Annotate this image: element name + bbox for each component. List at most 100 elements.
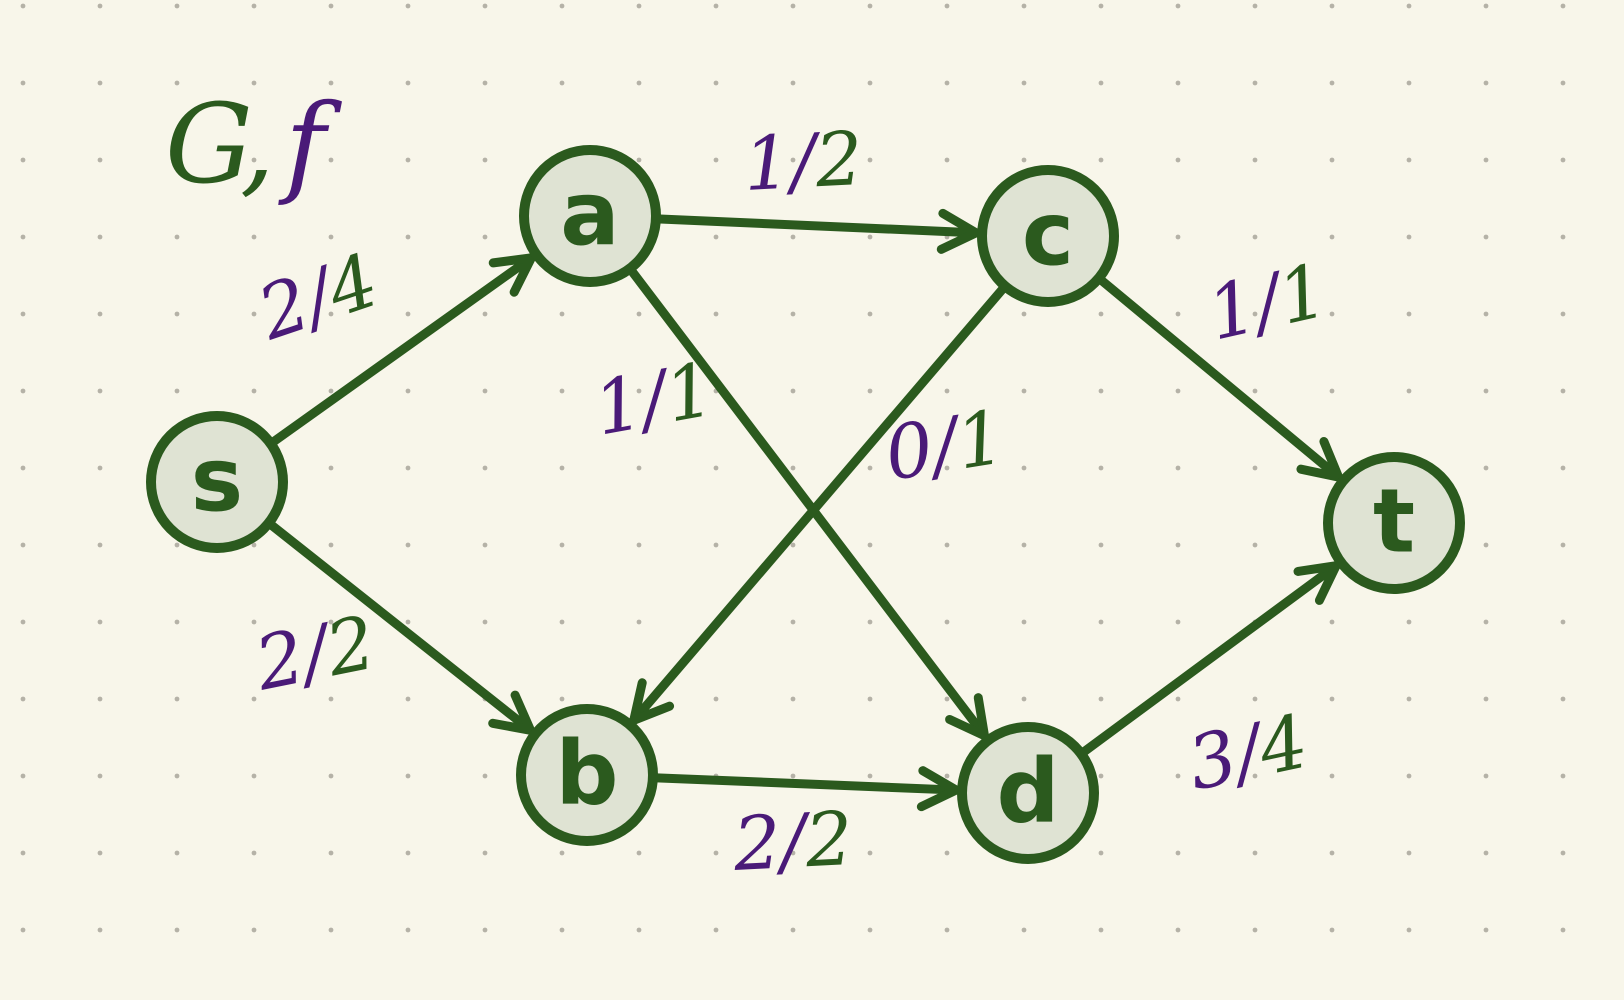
grid-dot: [713, 80, 719, 86]
grid-dot: [251, 773, 257, 779]
grid-dot: [20, 696, 26, 702]
grid-dot: [790, 388, 796, 394]
grid-dot: [1021, 542, 1027, 548]
edge-label-text: 2/4: [247, 238, 388, 358]
node-label: t: [1373, 470, 1415, 573]
edge-label-s-a: 2/4: [247, 238, 388, 358]
grid-dot: [1329, 3, 1335, 9]
grid-dot: [1483, 388, 1489, 394]
grid-dot: [20, 619, 26, 625]
grid-dot: [1406, 234, 1412, 240]
grid-dot: [867, 3, 873, 9]
grid-dot: [944, 311, 950, 317]
grid-dot: [405, 465, 411, 471]
grid-dot: [636, 157, 642, 163]
grid-dot: [328, 234, 334, 240]
grid-dot: [328, 3, 334, 9]
grid-dot: [20, 388, 26, 394]
grid-dot: [174, 696, 180, 702]
edge-flow-value: 1: [741, 120, 793, 208]
grid-dot: [405, 773, 411, 779]
grid-dot: [790, 927, 796, 933]
edge-s-b: [267, 520, 536, 735]
grid-dot: [1098, 927, 1104, 933]
grid-dot: [1175, 927, 1181, 933]
grid-dot: [1329, 850, 1335, 856]
grid-dot: [482, 234, 488, 240]
grid-dot: [97, 927, 103, 933]
grid-dot: [20, 542, 26, 548]
grid-dot: [1483, 80, 1489, 86]
grid-dot: [713, 542, 719, 548]
grid-dot: [867, 850, 873, 856]
grid-dot: [713, 696, 719, 702]
grid-dot: [405, 157, 411, 163]
grid-dot: [713, 234, 719, 240]
grid-dot: [944, 927, 950, 933]
grid-dot: [1252, 773, 1258, 779]
grid-dot: [328, 696, 334, 702]
grid-dot: [1329, 696, 1335, 702]
edge-line: [1097, 276, 1344, 482]
arrowhead: [488, 690, 536, 735]
grid-dot: [251, 542, 257, 548]
grid-dot: [636, 850, 642, 856]
grid-dot: [1483, 234, 1489, 240]
grid-dot: [97, 80, 103, 86]
node-t: t: [1323, 452, 1465, 594]
grid-dot: [251, 311, 257, 317]
arrowhead: [936, 208, 981, 254]
grid-dot: [790, 773, 796, 779]
grid-dot: [944, 157, 950, 163]
grid-dot: [1098, 619, 1104, 625]
grid-dot: [405, 542, 411, 548]
dot-grid-background: [20, 3, 1566, 933]
grid-dot: [328, 465, 334, 471]
grid-dot: [174, 773, 180, 779]
grid-dot: [1175, 80, 1181, 86]
grid-dot: [867, 542, 873, 548]
title-separator: ,: [240, 80, 275, 208]
grid-dot: [405, 80, 411, 86]
grid-dot: [1021, 696, 1027, 702]
grid-dot: [1098, 542, 1104, 548]
edge-label-a-c: 1/2: [741, 116, 864, 208]
node-label: a: [560, 163, 619, 266]
grid-dot: [97, 850, 103, 856]
grid-dot: [174, 311, 180, 317]
grid-dot: [251, 850, 257, 856]
grid-dot: [1406, 157, 1412, 163]
diagram-title: G , f: [165, 80, 342, 208]
grid-dot: [944, 80, 950, 86]
grid-dot: [405, 619, 411, 625]
grid-dot: [97, 157, 103, 163]
grid-dot: [174, 3, 180, 9]
grid-dot: [328, 850, 334, 856]
grid-dot: [97, 311, 103, 317]
edge-capacity-value: 2: [812, 116, 865, 204]
grid-dot: [1560, 850, 1566, 856]
grid-dot: [251, 234, 257, 240]
edge-label-c-b: 0/1: [879, 394, 1010, 498]
grid-dot: [482, 465, 488, 471]
grid-dot: [944, 696, 950, 702]
grid-dot: [1406, 311, 1412, 317]
grid-dot: [944, 388, 950, 394]
grid-dot: [1021, 3, 1027, 9]
grid-dot: [1098, 311, 1104, 317]
grid-dot: [1406, 619, 1412, 625]
grid-dot: [944, 465, 950, 471]
grid-dot: [405, 388, 411, 394]
grid-dot: [328, 927, 334, 933]
grid-dot: [1021, 927, 1027, 933]
grid-dot: [1175, 157, 1181, 163]
grid-dot: [328, 773, 334, 779]
grid-dot: [97, 619, 103, 625]
grid-dot: [1483, 619, 1489, 625]
grid-dot: [20, 927, 26, 933]
edge-label-text: 1/1: [1200, 248, 1335, 358]
grid-dot: [482, 773, 488, 779]
edge-d-t: [1079, 561, 1341, 756]
grid-dot: [1175, 773, 1181, 779]
